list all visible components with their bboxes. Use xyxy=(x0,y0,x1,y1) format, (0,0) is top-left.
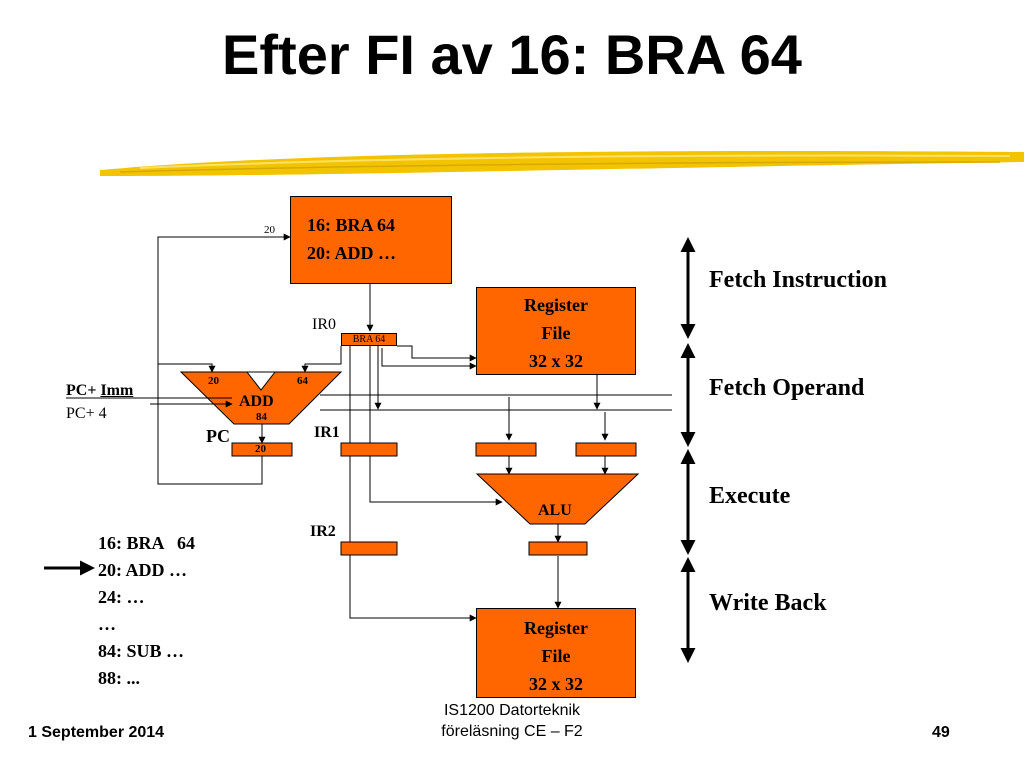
ir1-label: IR1 xyxy=(314,424,340,441)
ir0-to-alu-wire xyxy=(369,346,503,506)
title-underline-streak xyxy=(100,150,1024,176)
ir0-to-regfile-wire-1 xyxy=(397,345,477,362)
pc-feedback-wire xyxy=(157,233,291,485)
regfile-bottom-line-2: File xyxy=(541,646,571,666)
ir0-to-ir2-wire xyxy=(349,346,477,622)
result-latch xyxy=(528,541,588,556)
add-input-right: 64 xyxy=(297,375,308,387)
regfile-top-line-1: Register xyxy=(524,295,588,315)
ir0-label: IR0 xyxy=(312,316,336,333)
register-file-bottom: Register File 32 x 32 xyxy=(476,608,636,698)
stage-fetch-instruction: Fetch Instruction xyxy=(709,267,887,293)
footer-page-number: 49 xyxy=(932,724,950,741)
stage-fetch-operand: Fetch Operand xyxy=(709,375,865,401)
add-unit-notch xyxy=(245,371,277,391)
pc-to-add-wire xyxy=(158,363,216,373)
regfile-bottom-line-3: 32 x 32 xyxy=(529,674,583,694)
footer-course-line-1: IS1200 Datorteknik xyxy=(443,702,581,719)
alu-label: ALU xyxy=(538,502,572,519)
regfile-top-line-2: File xyxy=(541,323,571,343)
memory-listing-line: … xyxy=(98,614,116,634)
regfile-bottom-line-1: Register xyxy=(524,618,588,638)
pc-imm-prefix: PC+ xyxy=(66,382,101,399)
memory-listing-line: 20: ADD … xyxy=(98,560,187,580)
memory-listing-line: 16: BRA 64 xyxy=(98,533,196,553)
add-unit-label: ADD xyxy=(239,393,274,410)
pc-feedback-value: 20 xyxy=(264,224,275,236)
pc-label: PC xyxy=(206,426,230,446)
add-unit-shape xyxy=(179,371,343,425)
ir0-to-regfile-wire-2 xyxy=(381,348,477,370)
ir0-to-add-wire xyxy=(301,346,342,373)
regfile-top-line-3: 32 x 32 xyxy=(529,351,583,371)
register-file-top: Register File 32 x 32 xyxy=(476,287,636,375)
pc-4-option: PC+ 4 xyxy=(66,405,107,422)
ir0-register: BRA 64 xyxy=(341,333,397,346)
operand-b-latch xyxy=(575,442,637,457)
add-input-left: 20 xyxy=(208,375,219,387)
footer-date: 1 September 2014 xyxy=(28,724,165,741)
ir0-value: BRA 64 xyxy=(352,334,386,345)
operand-a-latch xyxy=(475,442,537,457)
pc-value: 20 xyxy=(255,443,266,455)
footer-course: IS1200 Datorteknik föreläsning CE – F2 xyxy=(392,700,632,742)
instruction-memory: 16: BRA 64 20: ADD … xyxy=(290,196,452,284)
pc-register xyxy=(231,442,293,457)
alu-shape xyxy=(475,473,640,525)
ir2-label: IR2 xyxy=(310,523,336,540)
pc-imm-suffix: Imm xyxy=(100,382,134,399)
slide-title: Efter FI av 16: BRA 64 xyxy=(222,23,802,86)
pc-imm-option: PC+ Imm xyxy=(66,382,133,400)
memory-listing: 16: BRA 64 20: ADD … 24: … … 84: SUB … 8… xyxy=(98,530,195,692)
ir2-register xyxy=(340,541,398,556)
footer-course-line-2: föreläsning CE – F2 xyxy=(441,723,583,740)
memory-listing-line: 88: ... xyxy=(98,668,140,688)
imem-line-1: 16: BRA 64 xyxy=(307,215,396,235)
stage-execute: Execute xyxy=(709,483,791,509)
ir1-register xyxy=(340,442,398,457)
stage-write-back: Write Back xyxy=(709,590,827,616)
memory-listing-line: 24: … xyxy=(98,587,145,607)
add-output-value: 84 xyxy=(256,411,267,423)
imem-line-2: 20: ADD … xyxy=(307,243,396,263)
memory-listing-line: 84: SUB … xyxy=(98,641,185,661)
